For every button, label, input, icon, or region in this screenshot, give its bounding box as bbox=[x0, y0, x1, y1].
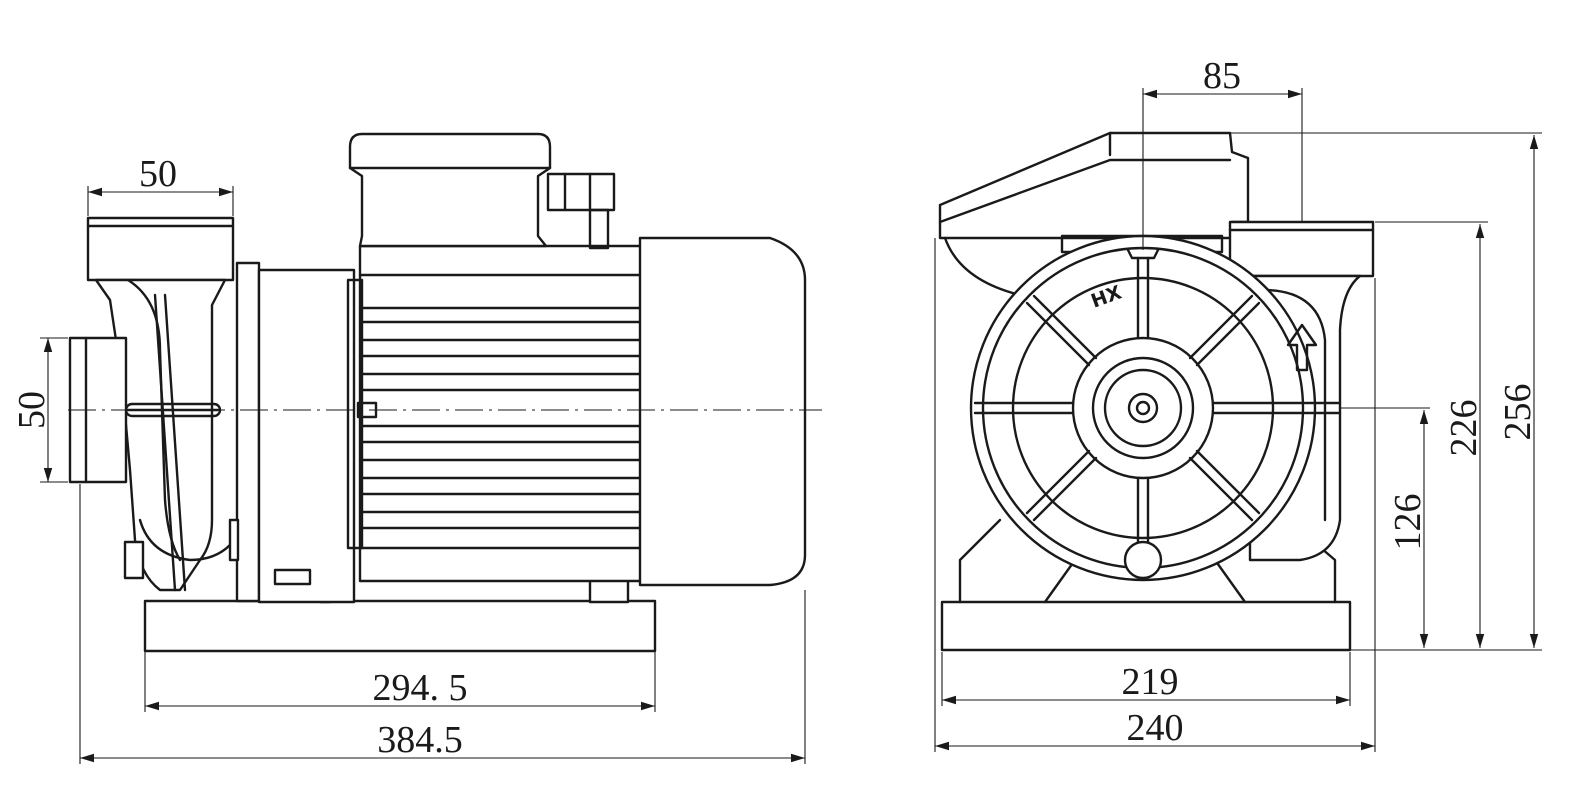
dim-side-total-length: 384.5 bbox=[377, 719, 463, 761]
front-drain-plug bbox=[1123, 540, 1163, 580]
front-base-plate bbox=[940, 600, 1352, 652]
motor-cooling-fins bbox=[358, 273, 644, 550]
dim-front-base-width: 219 bbox=[1122, 661, 1179, 703]
side-pump-volute bbox=[94, 278, 227, 592]
front-view: HX bbox=[938, 131, 1375, 652]
side-view bbox=[68, 132, 822, 653]
dim-front-total-width: 240 bbox=[1127, 707, 1184, 749]
front-pump-casing bbox=[969, 234, 1317, 582]
dim-front-outlet-height: 226 bbox=[1443, 400, 1485, 457]
front-terminal-box bbox=[938, 131, 1250, 240]
front-casing-ribs bbox=[973, 256, 1342, 550]
dim-side-inlet-height: 50 bbox=[11, 391, 53, 429]
dim-side-inlet-width: 50 bbox=[139, 153, 177, 195]
up-arrow-icon bbox=[1286, 323, 1318, 372]
side-fan-cover bbox=[638, 236, 807, 587]
dim-front-total-height: 256 bbox=[1497, 384, 1539, 441]
side-outlet-neck bbox=[86, 216, 235, 282]
side-pump-flange bbox=[235, 261, 261, 603]
side-dimensions: 50 50 294. 5 384.5 bbox=[11, 153, 806, 764]
side-cable-gland bbox=[546, 172, 616, 212]
side-base-plate bbox=[143, 599, 657, 653]
dim-side-base-length: 294. 5 bbox=[373, 667, 468, 709]
dim-front-shaft-height: 126 bbox=[1387, 494, 1429, 551]
front-dimensions: 85 219 240 126 226 256 bbox=[934, 55, 1542, 752]
dim-front-outlet-offset: 85 bbox=[1203, 55, 1241, 97]
side-terminal-box bbox=[348, 132, 552, 248]
side-motor-body bbox=[358, 244, 644, 583]
